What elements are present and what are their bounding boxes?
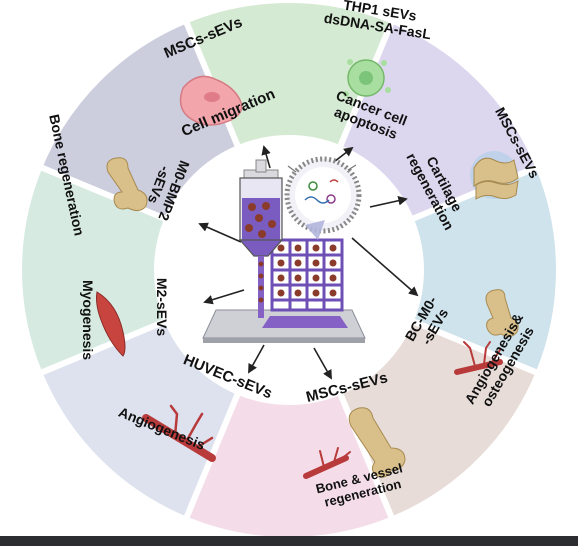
arrow-angiogenesis [248,344,265,374]
bone-icon-regen [106,157,148,212]
printer-illustration [202,156,366,343]
bone-icon-angio [485,289,519,338]
muscle-icon [96,291,126,357]
vessel-icon-angio [454,341,503,375]
arrow-bone-regen [198,222,242,243]
vessel-icon-huvec [142,404,216,462]
knee-joint-icon [470,151,519,200]
arrow-bone-vessel [313,347,332,380]
femur-icon [348,407,406,478]
vesicle [284,156,362,240]
arrow-angio-osteo [351,237,419,297]
vessel-icon-bone [303,447,351,479]
arrow-myogenesis [203,289,245,305]
bottom-bar [0,536,578,546]
arrow-cartilage [369,195,408,208]
printed-scaffold [270,238,344,312]
syringe [238,159,284,318]
arrow-cell-migration [261,145,271,169]
label-myogenesis-effect: Myogenesis [80,280,96,360]
label-myogenesis-source: M2-sEVs [154,278,170,337]
segment-icons [96,59,519,479]
cancer-cell-icon [343,59,391,97]
